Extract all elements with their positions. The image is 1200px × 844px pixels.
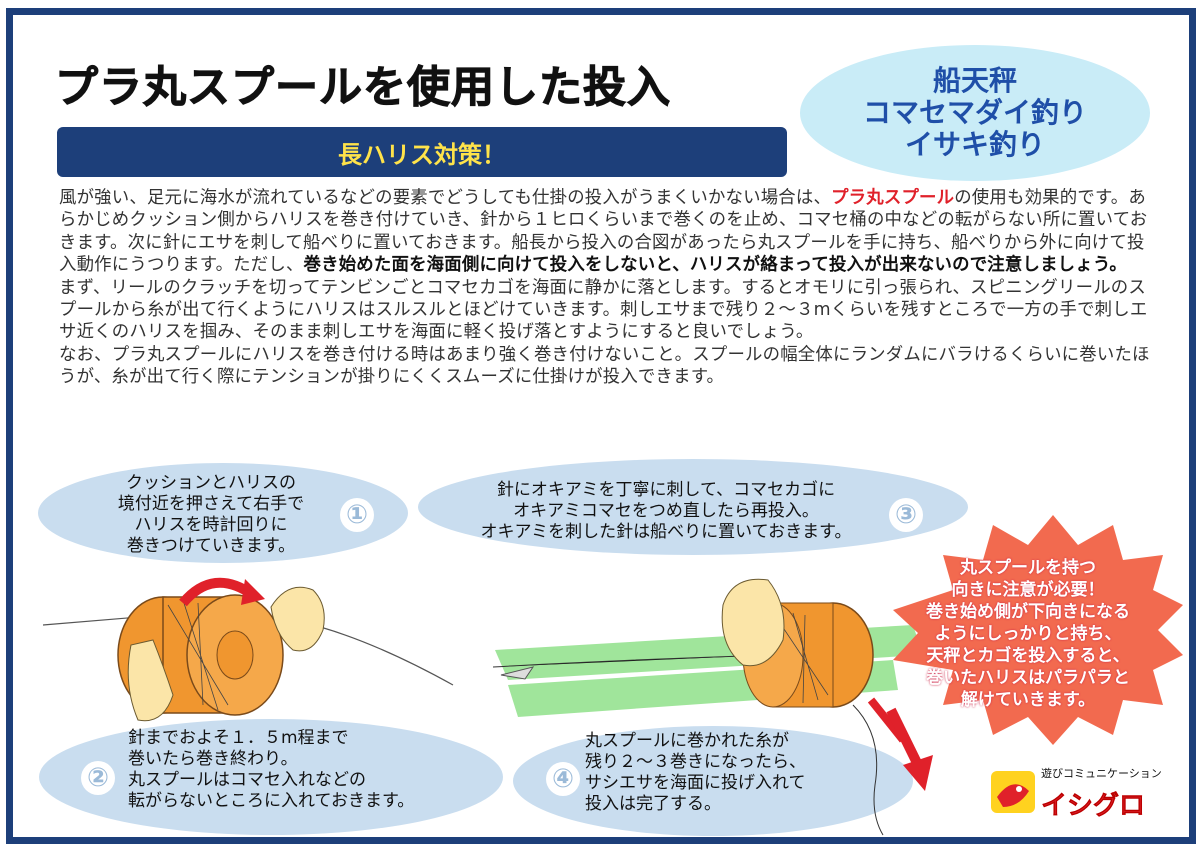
paragraph-1: 風が強い、足元に海水が流れているなどの要素でどうしても仕掛の投入がうまくいかない…: [59, 187, 1154, 277]
page-title: プラ丸スプールを使用した投入: [55, 63, 671, 114]
step-3-bubble: [418, 459, 968, 555]
step-1-number: ①: [340, 498, 374, 532]
step-3-number: ③: [889, 498, 923, 532]
step-1-bubble: [38, 463, 408, 563]
logo-tagline: 遊びコミュニケーション: [1041, 767, 1162, 780]
banner-text: 長ハリス対策！: [338, 141, 506, 169]
spool-drawing-left: [42, 577, 454, 722]
brand-logo: 遊びコミュニケーション イシグロ: [989, 763, 1164, 821]
badge-line-2: コマセマダイ釣り: [862, 96, 1087, 129]
step-4-text: 丸スプールに巻かれた糸が残り２～３巻きになったら、サシエサを海面に投げ入れて投入…: [585, 731, 806, 814]
body-text: 風が強い、足元に海水が流れているなどの要素でどうしても仕掛の投入がうまくいかない…: [59, 187, 1154, 389]
step-4-bubble: [513, 726, 913, 836]
badge-line-3: イサキ釣り: [904, 128, 1045, 161]
step-1-text: クッションとハリスの境付近を押さえて右手でハリスを時計回りに巻きつけていきます。: [117, 473, 305, 556]
step-4-number: ④: [546, 762, 580, 796]
subtitle-banner: 長ハリス対策！: [57, 127, 787, 177]
p1-warning: 巻き始めた面を海面側に向けて投入をしないと、ハリスが絡まって投入が出来ないので注…: [303, 255, 1127, 276]
warning-starburst: [893, 515, 1183, 745]
illustration: [38, 459, 1183, 836]
warning-text: 丸スプールを持つ向きに注意が必要！巻き始め側が下向きになるようにしっかりと持ち、…: [926, 558, 1130, 710]
page-frame: プラ丸スプールを使用した投入 長ハリス対策！ 船天秤 コマセマダイ釣り イサキ釣…: [6, 8, 1196, 844]
step-3-text: 針にオキアミを丁寧に刺して、コマセカゴにオキアミコマセをつめ直したら再投入。オキ…: [480, 480, 852, 542]
logo-name: イシグロ: [1041, 791, 1146, 822]
category-badge: 船天秤 コマセマダイ釣り イサキ釣り: [800, 45, 1150, 181]
paragraph-3: なお、プラ丸スプールにハリスを巻き付ける時はあまり強く巻き付けないこと。スプール…: [59, 344, 1150, 388]
step-2-bubble: [39, 719, 503, 835]
badge-line-1: 船天秤: [932, 64, 1017, 97]
step-2-number: ②: [81, 761, 115, 795]
p1-highlight: プラ丸スプール: [831, 188, 955, 208]
fish-mascot-icon: [991, 771, 1035, 813]
p1-text-b: の使用も効果的です。あらかじめクッション側からハリスを巻き付けていき、針から１ヒ…: [59, 188, 1148, 276]
water-drawing-right: [492, 578, 933, 836]
step-2-text: 針までおよそ１．５m程まで巻いたら巻き終わり。丸スプールはコマセ入れなどの転がら…: [128, 728, 415, 811]
p1-text-a: 風が強い、足元に海水が流れているなどの要素でどうしても仕掛の投入がうまくいかない…: [59, 188, 832, 208]
paragraph-2: まず、リールのクラッチを切ってテンビンごとコマセカゴを海面に静かに落とします。す…: [59, 277, 1148, 343]
